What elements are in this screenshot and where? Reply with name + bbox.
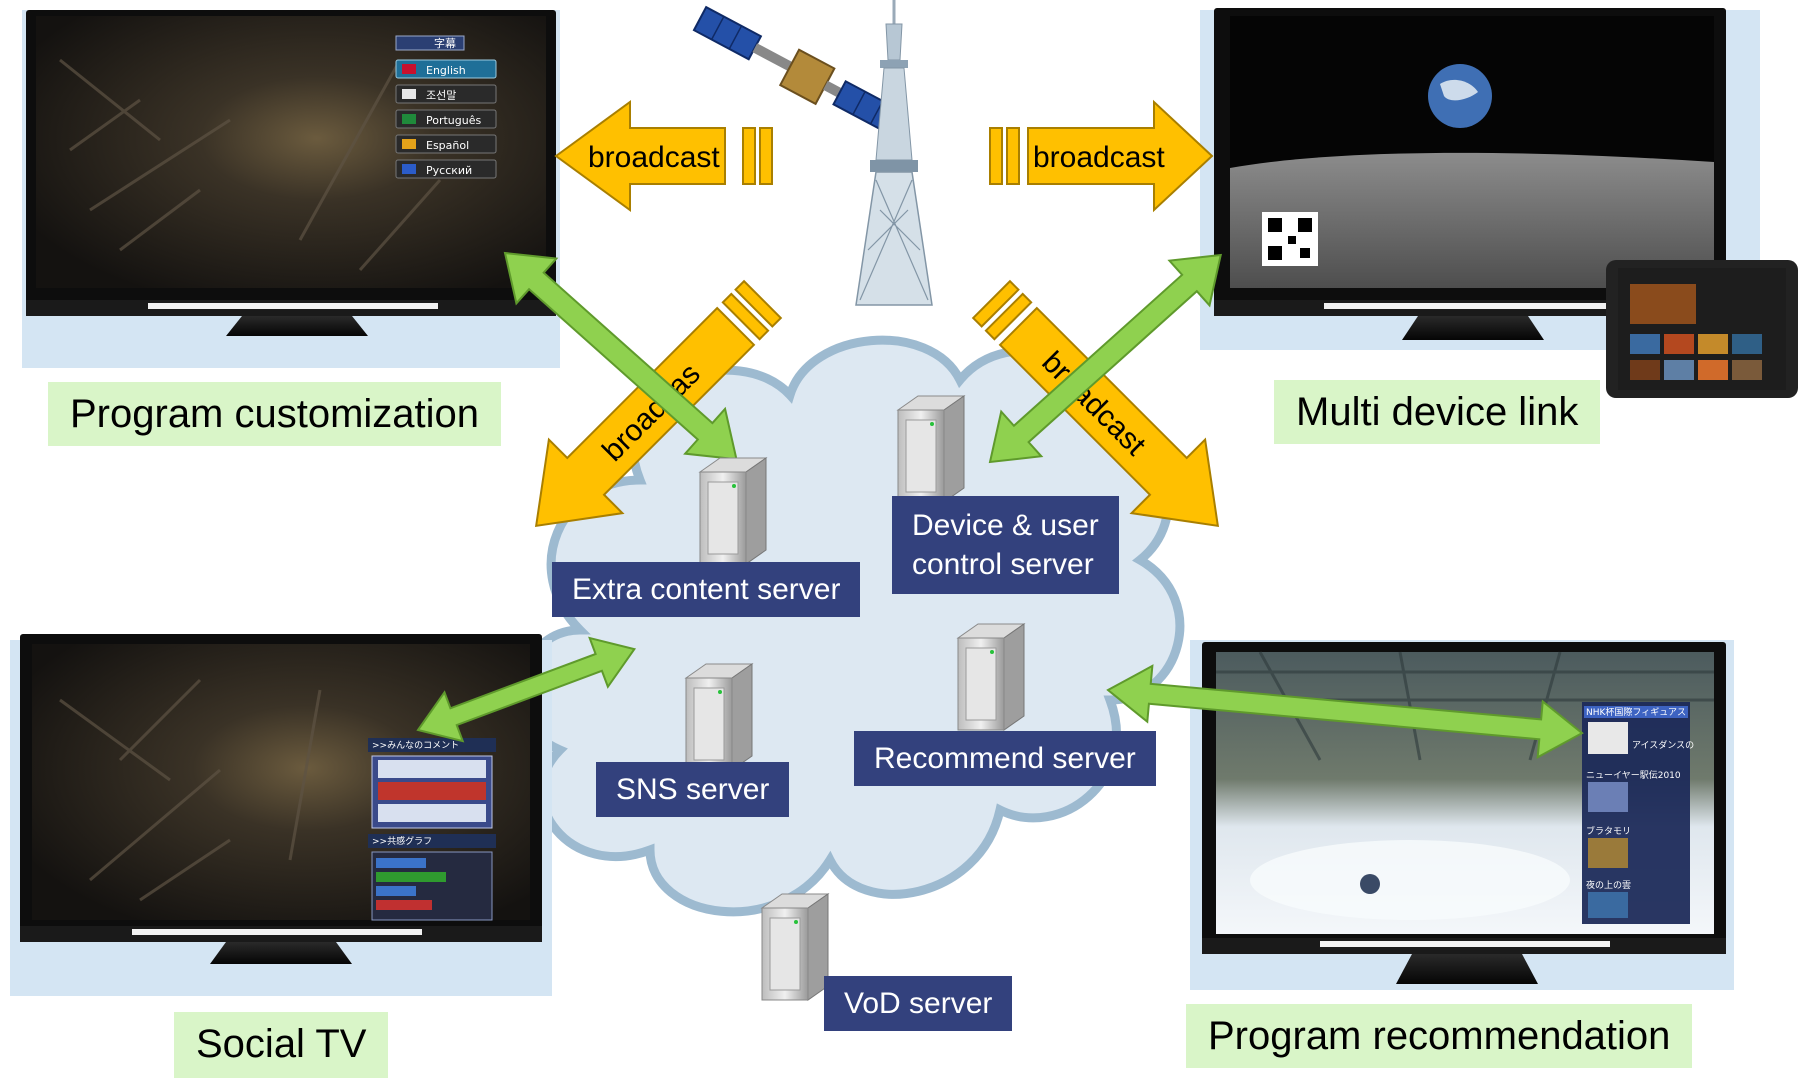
language-option-label: Português: [426, 114, 482, 127]
control-server-line: control server: [912, 548, 1094, 581]
sns-server-label: SNS server: [596, 762, 790, 817]
label-social-tv: Social TV: [174, 1012, 389, 1078]
language-option-label: English: [426, 64, 466, 77]
comments-header: >>みんなのコメント: [372, 740, 459, 751]
language-option-spanish[interactable]: [395, 134, 497, 154]
broadcast-label: broadcast: [588, 141, 720, 174]
link-arrow-social: [416, 636, 637, 743]
tv-program-customization: 字幕 English 조선말 Português Español Русский: [22, 10, 560, 368]
server-icon: [956, 623, 1026, 731]
language-option-russian[interactable]: [395, 159, 497, 179]
flag-spain-icon: [402, 139, 416, 149]
broadcast-label: broadcast: [1033, 141, 1165, 174]
language-menu-header: 字幕: [434, 36, 456, 50]
device-user-control-server-label: Device & user control server: [892, 496, 1119, 594]
recommend-item: アイスダンスの: [1632, 739, 1694, 751]
link-arrow-recommendation: [1106, 664, 1584, 759]
recommend-title: NHK杯国際フィギュアス: [1586, 706, 1686, 718]
recommend-server-label: Recommend server: [854, 731, 1156, 786]
language-option-label: Русский: [426, 164, 472, 177]
flag-uk-icon: [402, 64, 416, 74]
tv-multi-device-link: [1200, 8, 1798, 398]
language-option-portuguese[interactable]: [395, 109, 497, 129]
language-option-korean[interactable]: [395, 84, 497, 104]
flag-portugal-icon: [402, 114, 416, 124]
flag-korea-icon: [402, 89, 416, 99]
vod-server-label: VoD server: [824, 976, 1013, 1031]
label-program-recommendation: Program recommendation: [1186, 1004, 1693, 1068]
tv-program-recommendation: NHK杯国際フィギュアス アイスダンスの ニューイヤー駅伝2010 ブラタモリ …: [1190, 640, 1734, 990]
recommend-item: ニューイヤー駅伝2010: [1586, 770, 1681, 781]
label-program-customization: Program customization: [48, 382, 502, 446]
extra-content-server-label: Extra content server: [552, 562, 861, 617]
language-option-label: Español: [426, 139, 469, 152]
label-multi-device-link: Multi device link: [1274, 380, 1601, 444]
graph-header: >>共感グラフ: [372, 835, 432, 847]
social-overlay: >>みんなのコメント >>共感グラフ: [368, 738, 496, 921]
tablet-device: [1606, 260, 1798, 398]
server-icon: [896, 395, 966, 503]
broadcast-arrow-right: broadcast: [989, 99, 1214, 213]
flag-russia-icon: [402, 164, 416, 174]
recommend-item: ブラタモリ: [1586, 825, 1631, 837]
server-icon: [760, 893, 830, 1001]
link-arrow-multi-device: [988, 253, 1223, 464]
language-option-label: 조선말: [426, 89, 456, 102]
language-option-english[interactable]: [395, 59, 497, 79]
server-icon: [684, 663, 754, 771]
rink-logo-icon: [1360, 874, 1380, 894]
device-user-line: Device & user: [912, 509, 1099, 542]
server-icon: [698, 457, 768, 565]
satellite-icon: [692, 5, 902, 135]
recommendation-overlay: NHK杯国際フィギュアス アイスダンスの ニューイヤー駅伝2010 ブラタモリ …: [1582, 702, 1694, 924]
broadcast-arrow-left: broadcast: [554, 100, 773, 212]
tv-social: >>みんなのコメント >>共感グラフ: [10, 634, 552, 996]
language-menu: 字幕 English 조선말 Português Español Русский: [395, 35, 497, 179]
recommend-item: 夜の上の雲: [1586, 879, 1631, 891]
broadcast-tower-icon: [855, 0, 933, 306]
